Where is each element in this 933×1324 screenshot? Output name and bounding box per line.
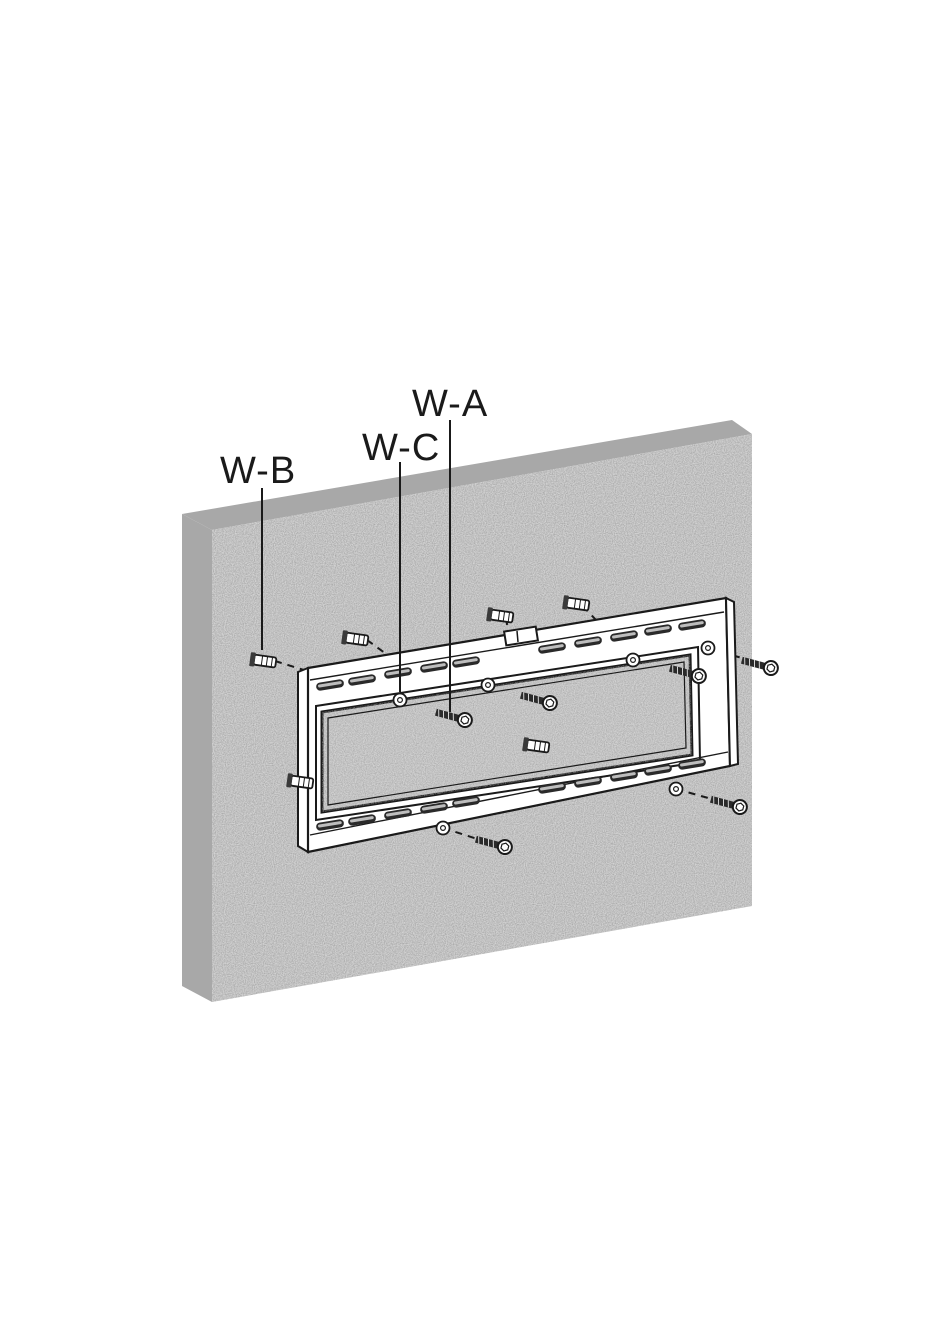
label-w-a: W-A [412,383,488,425]
bracket-side-flange [298,668,308,852]
label-w-b: W-B [220,450,296,492]
label-w-c: W-C [362,427,440,469]
wall-side-edge [182,514,212,1002]
